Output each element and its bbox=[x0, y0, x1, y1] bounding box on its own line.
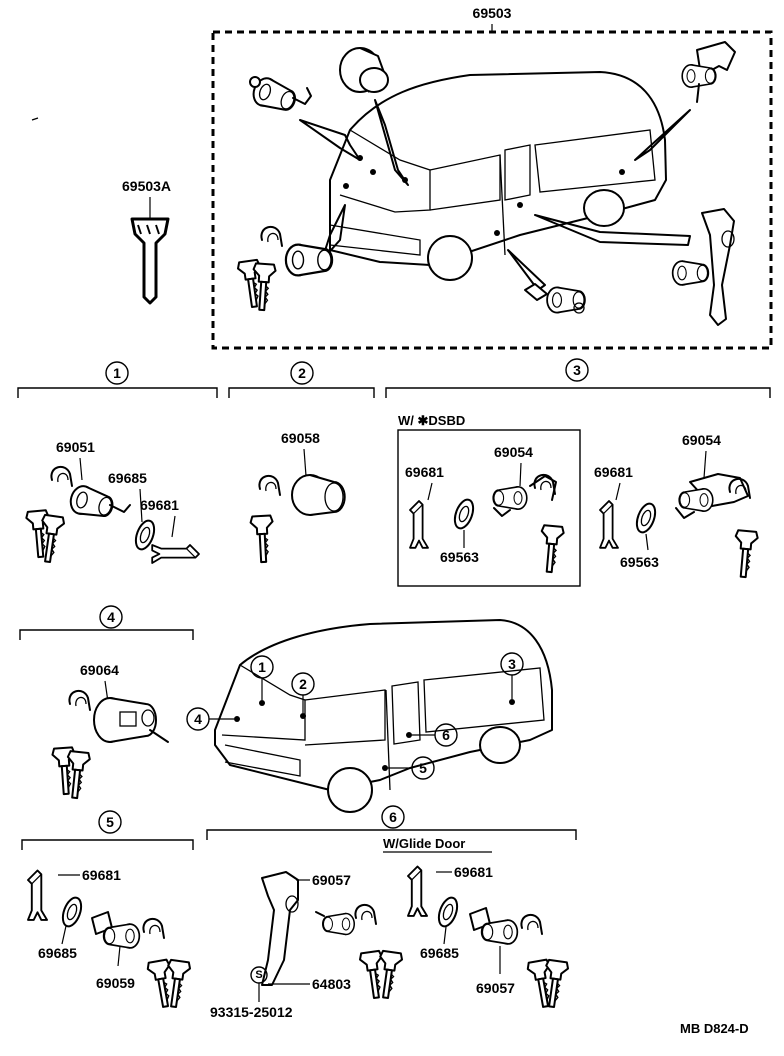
group-3-bracket: 3 bbox=[385, 358, 771, 398]
group-4-bracket: 4 bbox=[19, 605, 194, 640]
group-2-parts: 69058 bbox=[249, 430, 346, 564]
part-label-69064: 69064 bbox=[80, 662, 119, 678]
part-label-69681-b: 69681 bbox=[594, 464, 633, 480]
part-label-64803: 64803 bbox=[312, 976, 351, 992]
part-label-69051: 69051 bbox=[56, 439, 95, 455]
group-1-parts: 69051 69685 69681 bbox=[24, 439, 200, 565]
van-callout-2: 2 bbox=[299, 676, 307, 692]
group-1-bracket: 1 bbox=[17, 361, 218, 398]
glide-door-variant-note: W/Glide Door bbox=[383, 836, 465, 851]
group-4-number: 4 bbox=[107, 609, 115, 625]
part-label-69681-g6: 69681 bbox=[454, 864, 493, 880]
group-4-parts: 69064 bbox=[51, 662, 169, 800]
dsbd-variant-box bbox=[397, 429, 581, 587]
part-label-69057-b: 69057 bbox=[476, 980, 515, 996]
part-label-69685-g5: 69685 bbox=[38, 945, 77, 961]
group-3-number: 3 bbox=[573, 362, 581, 378]
group-2-number: 2 bbox=[298, 365, 306, 381]
van-callout-4: 4 bbox=[194, 711, 202, 727]
van-callout-5: 5 bbox=[419, 760, 427, 776]
assembly-ignition-with-keys bbox=[236, 225, 334, 312]
assembly-arrows bbox=[299, 99, 691, 291]
van-callout-3: 3 bbox=[508, 656, 516, 672]
key-blank-code-label: 69503A bbox=[122, 178, 171, 194]
part-label-69058: 69058 bbox=[281, 430, 320, 446]
part-label-93315-25012: 93315-25012 bbox=[210, 1004, 293, 1020]
group-1-number: 1 bbox=[113, 365, 121, 381]
van-location-callouts: 1 2 3 4 5 6 bbox=[186, 652, 524, 780]
assembly-lock-hood bbox=[339, 47, 389, 93]
part-label-69563-a: 69563 bbox=[440, 549, 479, 565]
van-illustration-locations bbox=[214, 619, 553, 813]
group-3-parts-a: 69681 69563 69054 bbox=[405, 444, 566, 574]
dsbd-variant-note: W/ ✱DSBD bbox=[398, 413, 465, 428]
assembly-lock-front-left bbox=[248, 74, 312, 117]
group-5-number: 5 bbox=[106, 814, 114, 830]
assembly-code-label: 69503 bbox=[473, 5, 512, 21]
group-6-bracket: 6 bbox=[206, 805, 577, 840]
part-label-69054-a: 69054 bbox=[494, 444, 533, 460]
group-6-parts-a: 69057 S 93315-25012 64803 bbox=[210, 871, 404, 1020]
part-label-69054-b: 69054 bbox=[682, 432, 721, 448]
part-label-69059: 69059 bbox=[96, 975, 135, 991]
part-label-69681-g5: 69681 bbox=[82, 867, 121, 883]
part-label-69563-b: 69563 bbox=[620, 554, 659, 570]
group-2-bracket: 2 bbox=[228, 361, 375, 398]
figure-code: MB D824-D bbox=[680, 1021, 749, 1036]
part-label-69681: 69681 bbox=[140, 497, 179, 513]
assembly-lock-side bbox=[524, 283, 586, 314]
van-illustration-top bbox=[329, 71, 667, 281]
part-label-69685-g6: 69685 bbox=[420, 945, 459, 961]
assembly-handle-back bbox=[671, 208, 735, 326]
part-label-69057-a: 69057 bbox=[312, 872, 351, 888]
part-label-69685: 69685 bbox=[108, 470, 147, 486]
assembly-dashed-box bbox=[211, 30, 773, 350]
van-callout-6: 6 bbox=[442, 727, 450, 743]
assembly-lock-rear bbox=[681, 41, 736, 103]
group-5-bracket: 5 bbox=[21, 810, 194, 850]
stray-mark bbox=[31, 117, 39, 121]
key-blank-icon bbox=[130, 217, 170, 305]
screw-symbol: S bbox=[255, 969, 262, 981]
group-6-number: 6 bbox=[389, 809, 397, 825]
van-callout-1: 1 bbox=[258, 659, 266, 675]
group-3-parts-b: 69681 69563 69054 bbox=[594, 432, 760, 579]
group-5-parts: 69681 69685 69059 bbox=[27, 867, 192, 1010]
group-6-parts-b: 69681 69685 69057 bbox=[407, 864, 570, 1010]
part-label-69681-a: 69681 bbox=[405, 464, 444, 480]
